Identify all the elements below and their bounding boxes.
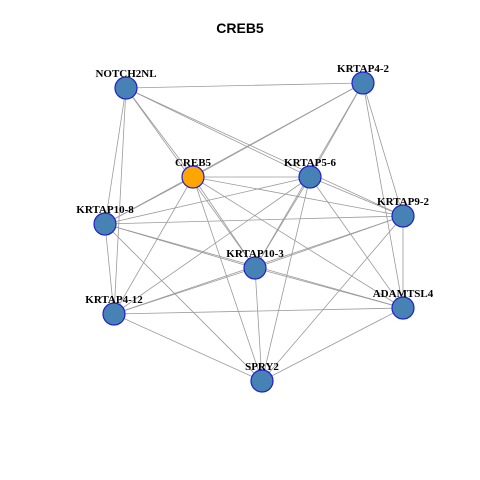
edge-adamtsl4-krtap4-12: [113, 307, 404, 315]
node-krtap4-2: [351, 71, 375, 95]
node-adamtsl4: [391, 296, 415, 320]
edge-krtap10-8-spry2: [104, 223, 263, 382]
edge-krtap5-6-adamtsl4: [309, 176, 404, 309]
node-label-spry2: SPRY2: [245, 361, 279, 373]
edge-krtap4-2-krtap9-2: [362, 82, 404, 217]
edge-krtap5-6-krtap10-3: [254, 176, 311, 269]
node-spry2: [250, 369, 274, 393]
node-notch2nl: [114, 76, 138, 100]
node-label-krtap5-6: KRTAP5-6: [284, 157, 336, 169]
edge-notch2nl-krtap4-12: [113, 87, 127, 315]
node-krtap4-12: [102, 302, 126, 326]
node-label-krtap4-12: KRTAP4-12: [85, 294, 143, 306]
edge-krtap5-6-krtap10-8: [104, 176, 311, 225]
node-label-notch2nl: NOTCH2NL: [95, 68, 156, 80]
node-krtap10-8: [93, 212, 117, 236]
edge-notch2nl-krtap5-6: [125, 87, 311, 178]
edge-krtap10-3-adamtsl4: [254, 267, 404, 309]
node-creb5: [181, 165, 205, 189]
edge-krtap4-2-krtap10-8: [104, 82, 364, 225]
node-label-adamtsl4: ADAMTSL4: [373, 288, 434, 300]
node-krtap5-6: [298, 165, 322, 189]
node-label-krtap10-3: KRTAP10-3: [226, 248, 284, 260]
edge-krtap4-2-adamtsl4: [362, 82, 404, 309]
edge-krtap5-6-spry2: [261, 176, 311, 382]
edge-krtap5-6-krtap9-2: [309, 176, 404, 217]
edge-krtap9-2-spry2: [261, 215, 404, 382]
edge-layer: [104, 82, 404, 382]
edge-creb5-spry2: [192, 176, 263, 382]
edge-creb5-krtap10-8: [104, 176, 194, 225]
node-label-krtap10-8: KRTAP10-8: [76, 204, 134, 216]
edge-notch2nl-creb5: [125, 87, 194, 178]
edge-notch2nl-krtap10-8: [104, 87, 127, 225]
node-label-krtap9-2: KRTAP9-2: [377, 196, 429, 208]
node-krtap9-2: [391, 204, 415, 228]
edge-krtap5-6-krtap4-12: [113, 176, 311, 315]
edge-creb5-adamtsl4: [192, 176, 404, 309]
edge-adamtsl4-spry2: [261, 307, 404, 382]
edge-notch2nl-krtap4-2: [125, 82, 364, 89]
edge-krtap9-2-krtap10-8: [104, 215, 404, 225]
edge-creb5-krtap10-3: [192, 176, 256, 269]
edge-krtap10-3-spry2: [254, 267, 263, 382]
edge-krtap10-3-krtap4-12: [113, 267, 256, 315]
node-label-creb5: CREB5: [175, 157, 212, 169]
edge-notch2nl-krtap9-2: [125, 87, 404, 217]
edge-krtap10-8-krtap4-12: [104, 223, 115, 315]
node-label-krtap4-2: KRTAP4-2: [337, 63, 389, 75]
diagram-title: CREB5: [216, 20, 264, 36]
edge-krtap4-12-spry2: [113, 313, 263, 382]
node-layer: [93, 71, 415, 393]
node-krtap10-3: [243, 256, 267, 280]
edge-creb5-krtap4-12: [113, 176, 194, 315]
